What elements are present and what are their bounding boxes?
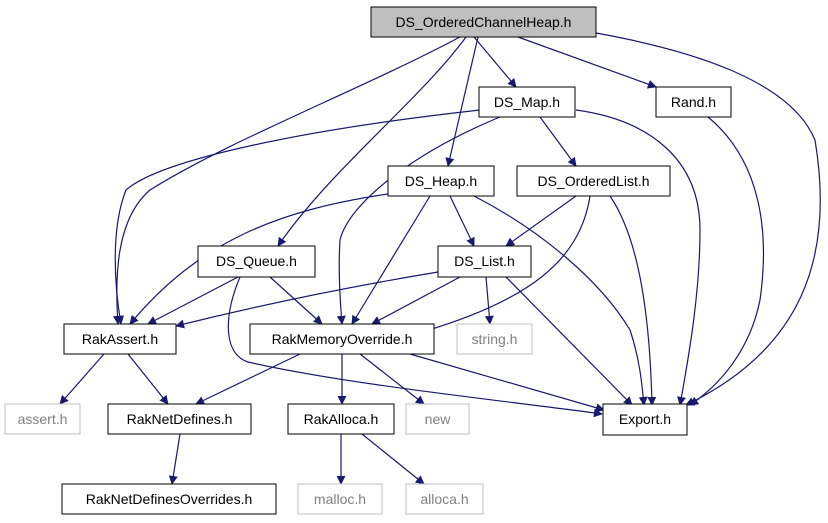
edge-rakassert-to-raknetdefines	[127, 353, 169, 405]
node-label: RakAssert.h	[82, 331, 158, 347]
edge-channelheap-to-rand	[517, 36, 657, 89]
dependency-edges	[59, 32, 821, 485]
node-label: DS_Map.h	[494, 94, 560, 110]
edge-dsorderedlist-to-rakmemoryoverride	[421, 195, 591, 335]
node-label: RakNetDefinesOverrides.h	[86, 491, 253, 507]
edge-raknetdefines-to-overrides	[168, 433, 181, 485]
node-alloca-h[interactable]: alloca.h	[405, 483, 484, 515]
node-label: alloca.h	[420, 491, 468, 507]
node-label: RakNetDefines.h	[127, 411, 233, 427]
node-export[interactable]: Export.h	[602, 403, 688, 436]
node-label: RakAlloca.h	[304, 411, 379, 427]
node-label: RakMemoryOverride.h	[272, 331, 413, 347]
edge-rakmemoryoverride-to-raknetdefines	[195, 353, 301, 405]
edge-dslist-to-rakassert	[175, 271, 439, 329]
node-malloc-h[interactable]: malloc.h	[297, 483, 383, 515]
node-ds-list[interactable]: DS_List.h	[437, 245, 532, 278]
edge-dsmap-to-export	[575, 109, 701, 406]
edge-dsorderedlist-to-export	[609, 195, 657, 406]
file-nodes: DS_OrderedChannelHeap.h DS_Map.h Rand.h …	[4, 6, 732, 515]
edge-dsmap-to-rakmemoryoverride	[336, 116, 501, 325]
edge-rakalloca-to-alloca	[361, 433, 425, 485]
node-new[interactable]: new	[405, 403, 470, 435]
node-rakmemoryoverride[interactable]: RakMemoryOverride.h	[249, 323, 435, 355]
node-rand[interactable]: Rand.h	[655, 86, 732, 118]
edge-dslist-to-rakmemoryoverride	[371, 276, 461, 325]
node-raknetdefinesoverrides[interactable]: RakNetDefinesOverrides.h	[61, 483, 277, 515]
edge-rakassert-to-assert	[59, 353, 105, 405]
edge-dsheap-to-rakassert	[129, 193, 389, 325]
node-rakassert[interactable]: RakAssert.h	[63, 323, 177, 355]
edge-channelheap-to-dsmap	[473, 36, 517, 88]
node-raknetdefines[interactable]: RakNetDefines.h	[107, 403, 252, 435]
edge-rakmemoryoverride-to-export	[409, 353, 605, 413]
edge-dslist-to-string	[484, 276, 494, 325]
node-ds-orderedchannelheap[interactable]: DS_OrderedChannelHeap.h	[370, 6, 597, 38]
edge-dsheap-to-dslist	[449, 195, 475, 247]
node-ds-map[interactable]: DS_Map.h	[478, 86, 576, 118]
node-label: DS_OrderedList.h	[537, 173, 649, 189]
node-ds-orderedlist[interactable]: DS_OrderedList.h	[516, 165, 671, 197]
edge-rand-to-export	[689, 116, 765, 406]
edge-dsqueue-to-rakassert	[147, 276, 239, 325]
node-string-h[interactable]: string.h	[456, 323, 533, 355]
node-label: Export.h	[619, 411, 671, 427]
node-label: string.h	[472, 331, 518, 347]
edge-dslist-to-export	[505, 276, 633, 406]
node-label: DS_Heap.h	[405, 173, 477, 189]
edge-dsmap-to-dsorderedlist	[539, 116, 577, 167]
edge-channelheap-to-export	[595, 32, 821, 406]
node-label: new	[425, 411, 452, 427]
node-label: DS_OrderedChannelHeap.h	[396, 14, 572, 30]
edge-dsorderedlist-to-dslist	[505, 195, 577, 247]
edge-dsheap-to-rakmemoryoverride	[351, 195, 431, 325]
edge-dsqueue-to-export	[227, 276, 603, 418]
edge-dsmap-to-rakassert	[114, 109, 481, 325]
node-label: DS_Queue.h	[216, 253, 297, 269]
edge-channelheap-to-rakassert	[112, 36, 461, 325]
node-assert-h[interactable]: assert.h	[4, 403, 81, 435]
node-label: Rand.h	[671, 94, 716, 110]
node-label: assert.h	[18, 411, 68, 427]
node-label: malloc.h	[314, 491, 366, 507]
edge-channelheap-to-dsqueue	[277, 36, 467, 247]
edge-dsqueue-to-rakmemoryoverride	[269, 276, 323, 325]
edge-channelheap-to-dsheap	[445, 36, 479, 167]
node-ds-heap[interactable]: DS_Heap.h	[387, 165, 495, 197]
node-rakalloca[interactable]: RakAlloca.h	[287, 403, 395, 435]
node-label: DS_List.h	[454, 253, 515, 269]
edge-dsheap-to-export	[473, 195, 648, 406]
edge-rakmemoryoverride-to-new	[359, 353, 425, 405]
node-ds-queue[interactable]: DS_Queue.h	[197, 245, 316, 278]
